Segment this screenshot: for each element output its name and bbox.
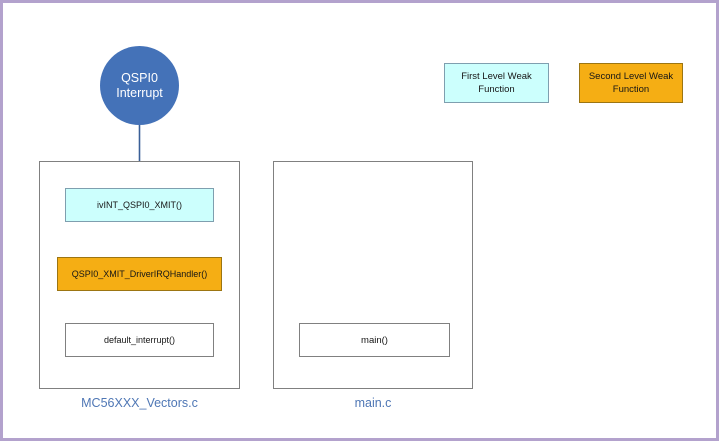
interrupt-source-line2: Interrupt bbox=[116, 85, 163, 100]
function-box-default-interrupt[interactable]: default_interrupt() bbox=[65, 323, 214, 357]
function-box-qspi0-xmit-driverirqhandler[interactable]: QSPI0_XMIT_DriverIRQHandler() bbox=[57, 257, 222, 291]
file-label-vectors: MC56XXX_Vectors.c bbox=[81, 396, 198, 410]
legend-second-level-weak-function: Second Level Weak Function bbox=[579, 63, 683, 103]
function-box-main[interactable]: main() bbox=[299, 323, 450, 357]
function-box-ivint-qspi0-xmit[interactable]: ivINT_QSPI0_XMIT() bbox=[65, 188, 214, 222]
interrupt-source-line1: QSPI0 bbox=[121, 70, 158, 85]
file-label-main: main.c bbox=[354, 396, 392, 410]
legend-first-level-weak-function: First Level Weak Function bbox=[444, 63, 549, 103]
interrupt-source-node[interactable]: QSPI0 Interrupt bbox=[100, 46, 179, 125]
